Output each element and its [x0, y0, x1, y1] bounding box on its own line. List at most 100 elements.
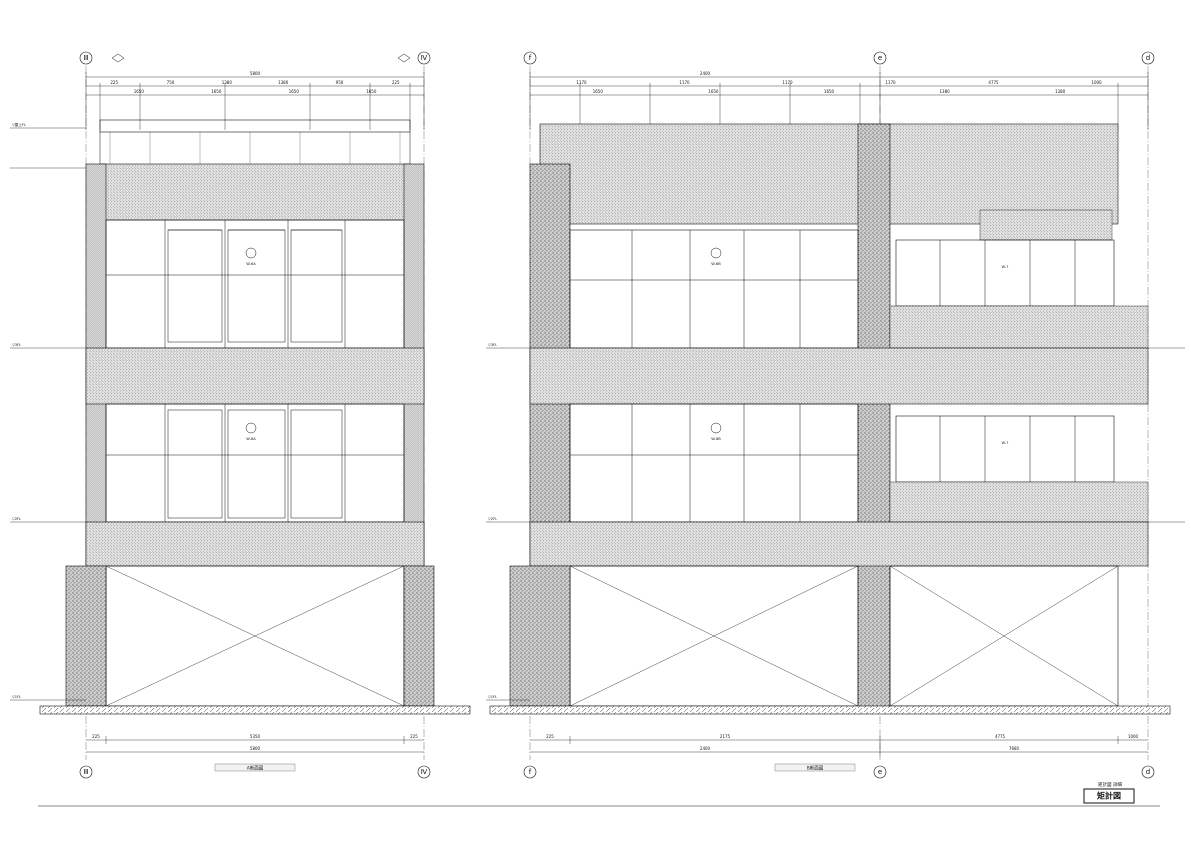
right-window-tag-w7-2f: W-7 [1002, 441, 1009, 445]
right-ground-line [489, 705, 1171, 715]
right-section-caption: B断面図 [807, 765, 824, 772]
right-panel-dims-top-label: 1170 [679, 80, 690, 85]
right-roof-slab [539, 123, 1119, 225]
left-panel-dims-top-label: 1380 [278, 80, 289, 85]
right-panel-dims-second-label: 1650 [708, 89, 719, 94]
right-window-tag-w7-3f: W-7 [1002, 265, 1009, 269]
right-mullions-2f [570, 404, 858, 522]
right-panel-dims-second-label: 1380 [1055, 89, 1066, 94]
right-window-bay-2f [569, 403, 859, 523]
right-floor-slab-2f [529, 521, 1149, 567]
grid-label-IV-bottom: Ⅳ [421, 768, 428, 776]
right-sub-dim-bottom-3: 4775 [995, 734, 1006, 739]
section-marker-icon [111, 53, 125, 63]
left-panel-dims-second-label: 1650 [211, 89, 222, 94]
window-tag-2f: W-6A [246, 437, 256, 441]
title-small: 矩計図 詳細 [1098, 781, 1122, 788]
right-window-w7-3f [895, 239, 1115, 307]
right-floor-slab-3f [529, 347, 1149, 405]
grid-bubble-III-top [79, 51, 93, 65]
grid-label-III-bottom: Ⅲ [84, 768, 89, 776]
right-foundation-wall-f [509, 565, 571, 707]
left-parapet [99, 119, 411, 133]
right-window-bay-3f [569, 229, 859, 349]
right-level-2fl: ▽2FL [488, 517, 497, 521]
left-window-bay-3f [105, 219, 405, 349]
right-panel-dims-second-label: 1650 [824, 89, 835, 94]
right-wall-panel-2f [889, 481, 1149, 523]
right-section-caption-box [774, 763, 856, 772]
grid-label-d-top: d [1146, 54, 1150, 62]
grid-label-d-bottom: d [1146, 768, 1150, 776]
left-overall-dim-bottom: 5800 [250, 746, 261, 751]
right-floor-levels [486, 347, 1185, 701]
grid-bubble-III-bottom [79, 765, 93, 779]
left-level-roof: ▽屋上FL [12, 122, 26, 127]
grid-label-IV-top: Ⅳ [421, 54, 428, 62]
grid-bubble-e-top [873, 51, 887, 65]
right-panel-dims-second-label: 1650 [593, 89, 604, 94]
window-tag-icon [710, 247, 722, 259]
left-panel-dims-second-label: 1650 [366, 89, 377, 94]
right-wall-panel-3f [889, 305, 1149, 349]
right-panel-dims-top-label: 1170 [576, 80, 587, 85]
right-panel-dims-top-label: 4775 [988, 80, 999, 85]
grid-label-f-bottom: f [529, 768, 532, 776]
left-panel-dims-top-label: 225 [392, 80, 400, 85]
left-panel-dims-top-label: 1380 [222, 80, 233, 85]
right-level-3fl: ▽3FL [488, 343, 497, 347]
left-roof-slab [99, 163, 411, 221]
right-sub-dim-bottom-2: 2175 [720, 734, 731, 739]
left-panel-dims-top-label: 225 [110, 80, 118, 85]
left-bottom-dimensions [86, 736, 424, 753]
grid-label-f-top: f [529, 54, 532, 62]
right-window-tag-3f: W-6B [711, 262, 721, 266]
grid-bubble-d-bottom [1141, 765, 1155, 779]
right-column-e [857, 123, 891, 710]
section-marker-icon [397, 53, 411, 63]
right-level-1fl: ▽1FL [488, 695, 497, 699]
right-overall-dim-bottom-left: 2400 [700, 746, 711, 751]
right-window-tag-2f: W-6B [711, 437, 721, 441]
window-tag-icon [710, 422, 722, 434]
left-ground-line [39, 705, 471, 715]
right-panel-dims-top-label: 1000 [1091, 80, 1102, 85]
left-mullions-3f [106, 220, 404, 348]
title-stamp: 矩計図 [1096, 791, 1121, 801]
right-louver [979, 209, 1113, 241]
left-floor-levels [10, 127, 86, 701]
left-floor-slab-2f [85, 521, 425, 567]
grid-bubble-e-bottom [873, 765, 887, 779]
left-level-2fl: ▽2FL [12, 517, 21, 521]
right-window-w7-2f [895, 415, 1115, 483]
left-mullions-2f [106, 404, 404, 522]
right-overall-dim-top: 2400 [700, 71, 711, 76]
grid-bubble-IV-bottom [417, 765, 431, 779]
window-tag-icon [245, 422, 257, 434]
right-sub-dim-bottom-1: 225 [546, 734, 554, 739]
grid-bubble-f-bottom [523, 765, 537, 779]
grid-label-III-top: Ⅲ [84, 54, 89, 62]
right-panel-dims-second: 1650 1650 1650 1380 1380 [593, 89, 1066, 94]
grid-bubble-d-top [1141, 51, 1155, 65]
right-mullions-3f [570, 230, 858, 348]
left-panel-dims-top-label: 950 [336, 80, 344, 85]
right-overall-dim-bottom-right: 7680 [1009, 746, 1020, 751]
left-sub-dim-bottom-3: 225 [410, 734, 418, 739]
right-bottom-dimensions [530, 736, 1148, 756]
right-sub-dim-bottom-4: 1000 [1128, 734, 1139, 739]
left-top-dimensions [85, 72, 425, 130]
left-level-1fl: ▽1FL [12, 695, 21, 699]
left-level-3fl: ▽3FL [12, 343, 21, 347]
right-panel-dims-top-label: 1170 [782, 80, 793, 85]
right-panel-dims-second-label: 1380 [940, 89, 951, 94]
grid-bubble-f-top [523, 51, 537, 65]
grid-bubble-IV-top [417, 51, 431, 65]
grid-label-e-bottom: e [878, 768, 882, 776]
left-section-caption: A断面図 [247, 765, 264, 772]
left-overall-dim-top: 5800 [250, 71, 261, 76]
